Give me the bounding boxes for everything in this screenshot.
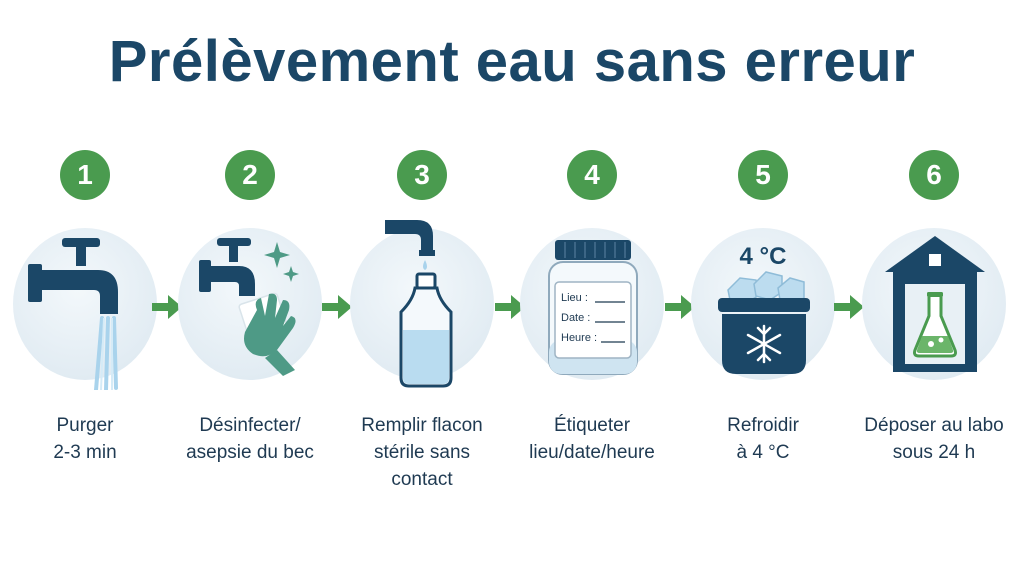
step-number-3: 3 — [397, 150, 447, 200]
lab-building-icon — [885, 236, 985, 372]
step-number-4: 4 — [567, 150, 617, 200]
arrow-right-icon — [665, 295, 695, 319]
arrow-2-3 — [320, 292, 354, 322]
step-number-5: 5 — [738, 150, 788, 200]
jar-label-date: Date : — [561, 312, 590, 324]
arrow-right-icon — [495, 295, 525, 319]
arrow-4-5 — [663, 292, 697, 322]
labeled-jar-icon: Lieu : Date : Heure : — [548, 240, 638, 375]
sterile-bottle-icon — [385, 220, 453, 388]
arrow-right-icon — [834, 295, 864, 319]
temperature-text: 4 °C — [740, 243, 787, 270]
arrow-right-icon — [152, 295, 182, 319]
step-number-2: 2 — [225, 150, 275, 200]
page-title: Prélèvement eau sans erreur — [108, 29, 916, 94]
arrow-right-icon — [322, 295, 352, 319]
arrow-1-2 — [150, 292, 184, 322]
jar-label-time: Heure : — [561, 332, 597, 344]
step-number-6: 6 — [909, 150, 959, 200]
cooler-icon: 4 °C — [718, 243, 810, 374]
faucet-icon — [28, 238, 118, 390]
step-2: 2 Désinfecter/asepsie du bec — [165, 150, 335, 490]
jar-label-place: Lieu : — [561, 292, 588, 304]
disinfect-icon — [199, 238, 299, 376]
step-number-1: 1 — [60, 150, 110, 200]
step-2-label: Désinfecter/asepsie du bec — [186, 415, 314, 463]
arrow-5-6 — [832, 292, 866, 322]
arrow-3-4 — [493, 292, 527, 322]
flask-icon — [913, 292, 957, 358]
